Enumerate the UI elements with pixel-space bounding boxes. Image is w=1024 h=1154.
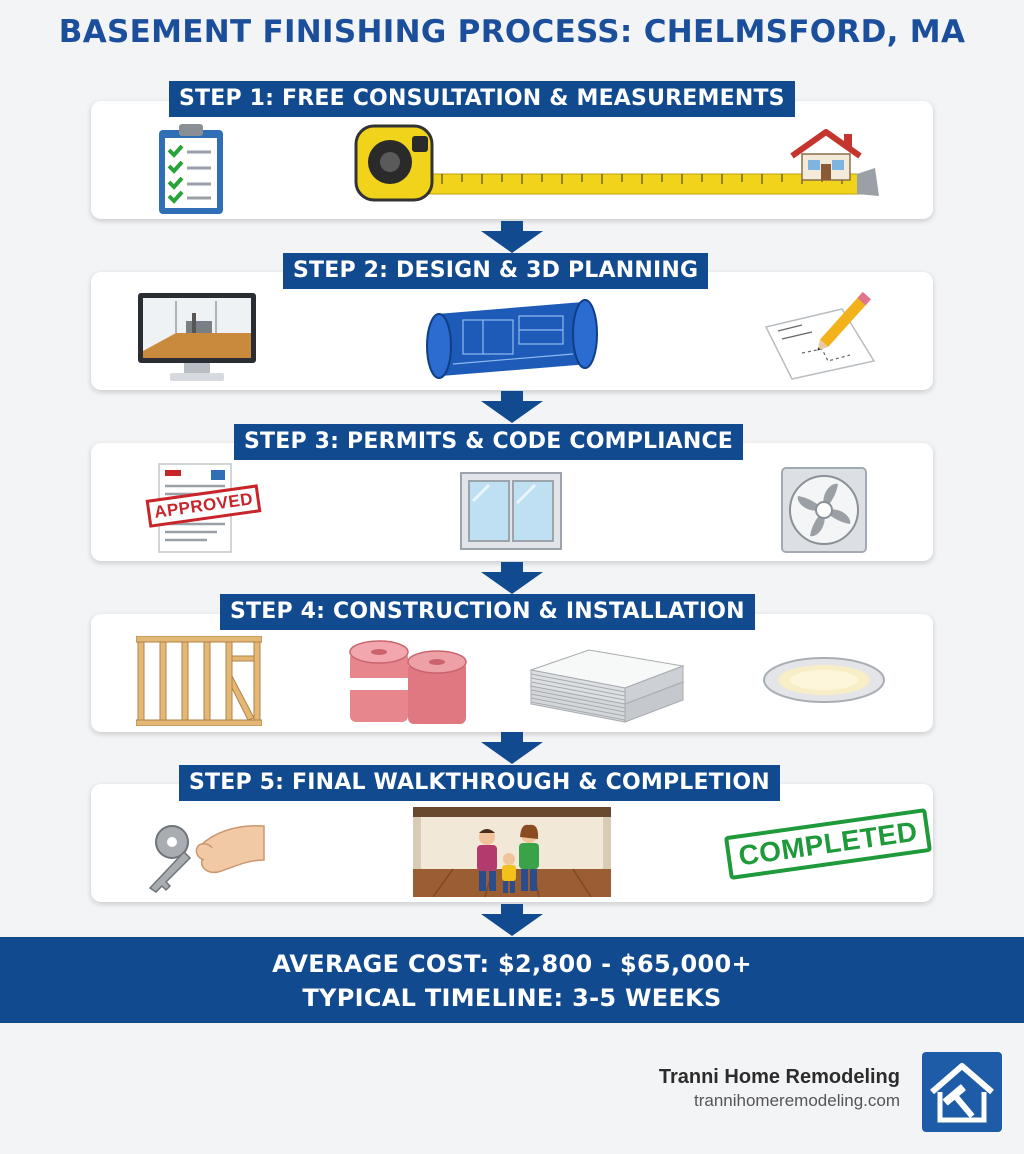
home-remodeling-logo-icon — [922, 1052, 1002, 1132]
average-cost-text: AVERAGE COST: $2,800 - $65,000+ — [272, 950, 752, 978]
step-1-card — [91, 101, 933, 219]
flow-arrow-5 — [481, 904, 543, 936]
egress-window-icon — [460, 472, 562, 550]
company-url[interactable]: trannihomeremodeling.com — [694, 1091, 900, 1110]
blueprint-rolls-icon — [426, 299, 598, 379]
approved-permit-document: APPROVED — [145, 462, 262, 554]
hand-with-key-icon — [148, 825, 265, 893]
flow-arrow-4 — [481, 732, 543, 764]
step-5-label: STEP 5: FINAL WALKTHROUGH & COMPLETION — [179, 765, 780, 801]
insulation-rolls-icon — [349, 640, 467, 724]
step-3-label: STEP 3: PERMITS & CODE COMPLIANCE — [234, 424, 744, 460]
company-name: Tranni Home Remodeling — [658, 1066, 900, 1088]
pencil-sketch-icon — [764, 291, 876, 380]
flow-arrow-3 — [481, 562, 543, 594]
flow-arrow-2 — [481, 391, 543, 423]
footer-brand: Tranni Home Remodeling trannihomeremodel… — [659, 1066, 900, 1111]
recessed-light-icon — [763, 657, 885, 703]
computer-3d-render-icon — [138, 293, 256, 381]
summary-band: AVERAGE COST: $2,800 - $65,000+ TYPICAL … — [0, 937, 1024, 1023]
step-2-label: STEP 2: DESIGN & 3D PLANNING — [283, 253, 709, 289]
page-title: BASEMENT FINISHING PROCESS: CHELMSFORD, … — [58, 14, 966, 50]
ventilation-fan-icon — [781, 467, 867, 553]
wood-framing-icon — [136, 636, 262, 726]
tape-measure-icon — [354, 124, 879, 202]
family-new-basement-icon — [413, 807, 611, 897]
flow-arrow-1 — [481, 221, 543, 253]
step-4-label: STEP 4: CONSTRUCTION & INSTALLATION — [220, 594, 755, 630]
clipboard-checklist-icon — [159, 124, 223, 214]
typical-timeline-text: TYPICAL TIMELINE: 3-5 WEEKS — [302, 984, 722, 1012]
step-1-label: STEP 1: FREE CONSULTATION & MEASUREMENTS — [169, 81, 795, 117]
drywall-sheets-icon — [529, 649, 685, 723]
house-icon — [790, 129, 862, 181]
